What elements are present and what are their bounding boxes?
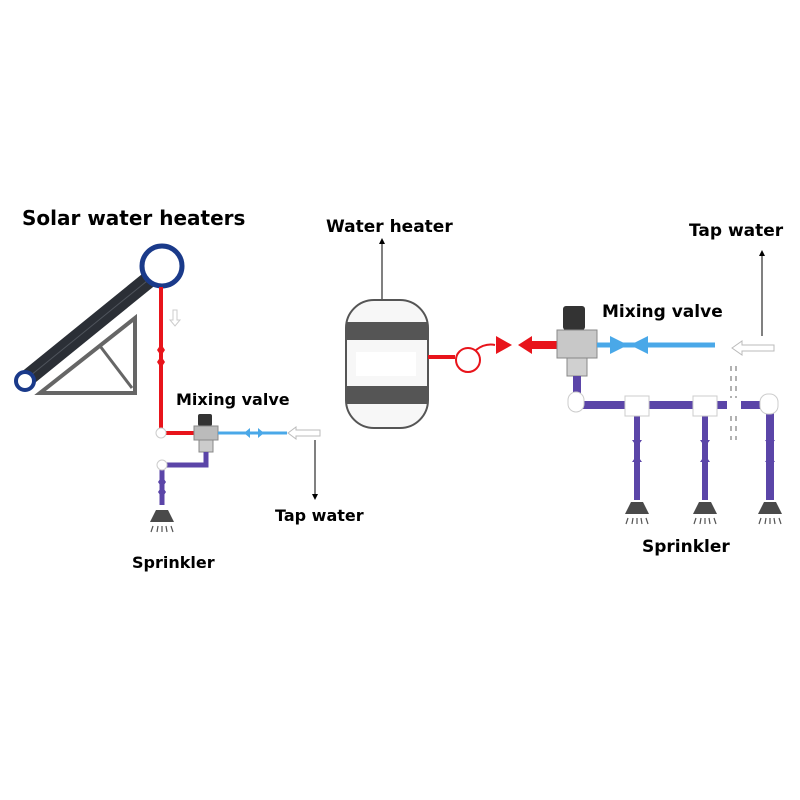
- right-sprinkler-head-2: [692, 501, 718, 525]
- right-mixing-valve-label: Mixing valve: [602, 302, 723, 322]
- left-cold-pipe: [218, 426, 321, 440]
- left-mixing-valve-label: Mixing valve: [176, 390, 290, 409]
- pipe-break-marks: [730, 366, 737, 440]
- right-tap-water-arrow: [731, 340, 775, 356]
- solar-collector: [14, 243, 185, 395]
- support-frame: [34, 313, 137, 395]
- left-tap-water-label: Tap water: [275, 506, 364, 525]
- right-sprinkler-head-3: [757, 501, 783, 525]
- right-hot-pipe: [428, 336, 562, 373]
- water-heater-label: Water heater: [326, 217, 453, 237]
- left-mixing-valve: [193, 414, 219, 453]
- solar-water-heaters-label: Solar water heaters: [22, 206, 246, 230]
- left-sprinkler-label: Sprinkler: [132, 553, 215, 572]
- left-hot-pipe: [155, 287, 195, 439]
- right-mixed-pipe: [567, 376, 779, 500]
- right-tap-water-label: Tap water: [689, 221, 784, 241]
- right-sprinkler-head-1: [624, 501, 650, 525]
- collector-bottom-tube: [14, 370, 36, 392]
- collector-top-tank: [139, 243, 185, 289]
- right-sprinkler-label: Sprinkler: [642, 537, 730, 557]
- left-mixed-pipe: [156, 452, 209, 505]
- water-heater-tank: [345, 299, 429, 429]
- right-cold-pipe: [597, 336, 715, 354]
- right-mixing-valve: [556, 306, 598, 377]
- left-sprinkler-head: [149, 509, 175, 533]
